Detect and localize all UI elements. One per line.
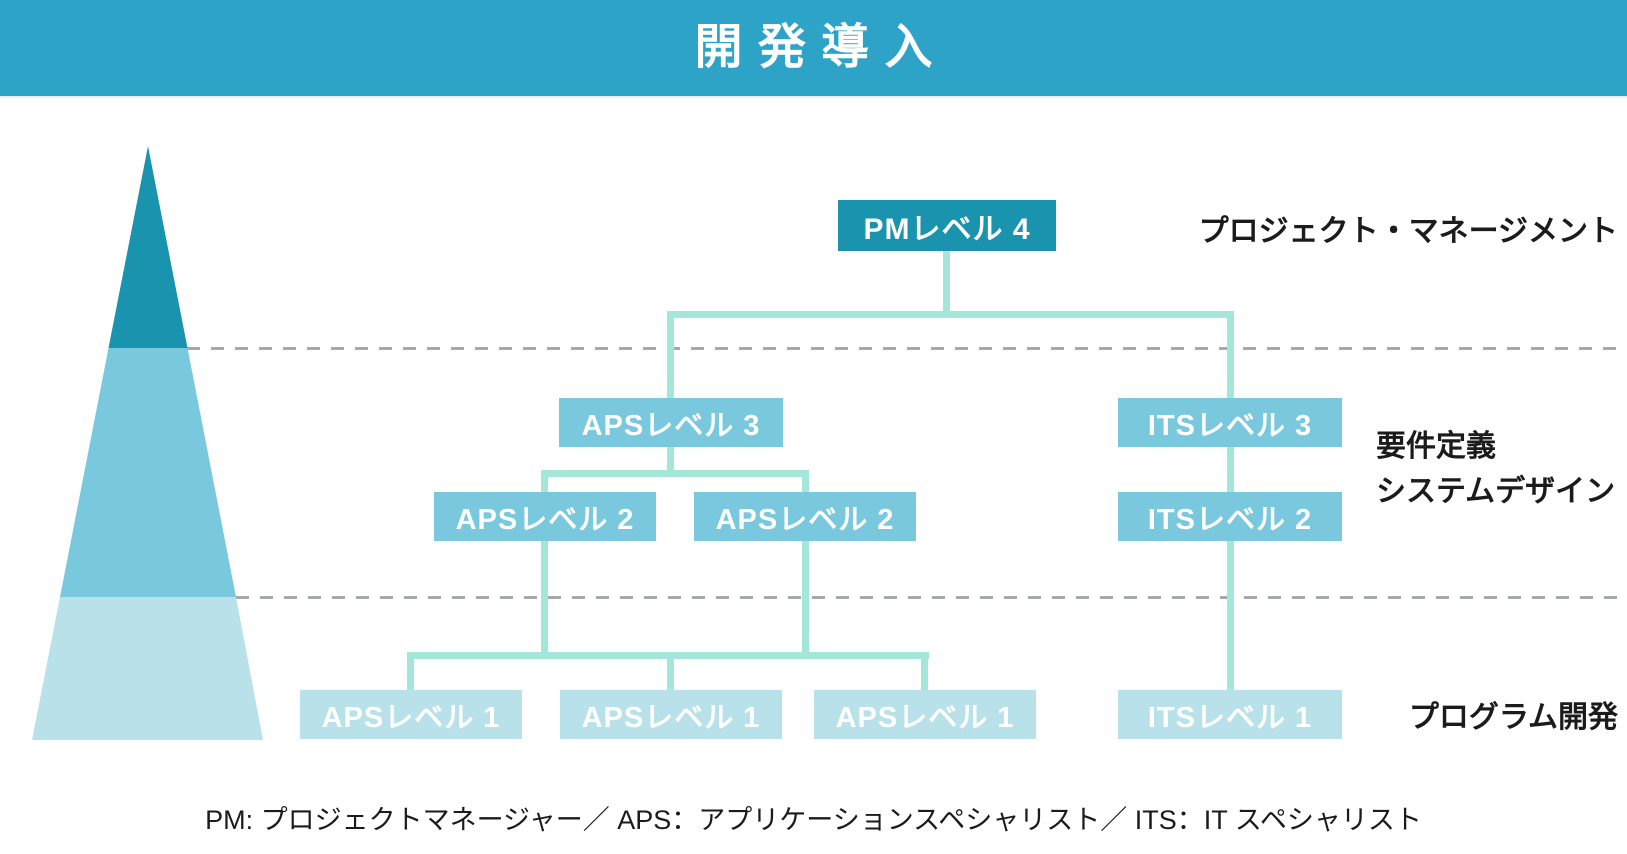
connector-aps2b-drop	[802, 541, 809, 659]
connector-aps3-riser	[667, 311, 674, 398]
org-node-aps-level3: APSレベル 3	[559, 398, 783, 447]
tier-separator-dashed-line-2	[236, 596, 1627, 599]
tier-label-requirements-line2: システムデザイン	[1376, 475, 1616, 508]
tier-separator-dashed-line-1	[187, 347, 1627, 350]
pyramid-tier-top	[108, 146, 188, 348]
connector-aps1c-riser	[921, 652, 928, 690]
header-bar: 開発導入	[0, 0, 1627, 98]
connector-aps1a-riser	[407, 652, 414, 690]
org-node-pm-level4: PMレベル 4	[838, 200, 1056, 251]
connector-its3-to-its2	[1227, 447, 1234, 492]
connector-aps3-drop	[667, 447, 674, 477]
tier-label-requirements-design: 要件定義 システムデザイン	[1376, 424, 1615, 514]
page-title: 開発導入	[694, 21, 948, 74]
org-node-aps-level2-b: APSレベル 2	[694, 492, 916, 541]
pyramid-graphic	[32, 146, 263, 740]
connector-aps2a-riser	[541, 470, 548, 492]
org-node-aps-level1-b: APSレベル 1	[560, 690, 782, 739]
org-node-aps-level1-a: APSレベル 1	[300, 690, 522, 739]
connector-aps1b-riser	[667, 652, 674, 690]
connector-aps-level2-bus	[541, 470, 809, 477]
connector-aps2b-riser	[802, 470, 809, 492]
org-node-its-level3: ITSレベル 3	[1118, 398, 1342, 447]
org-node-aps-level1-c: APSレベル 1	[814, 690, 1036, 739]
pyramid-tier-middle	[60, 348, 236, 597]
tier-label-requirements-line1: 要件定義	[1376, 430, 1496, 463]
org-node-its-level2: ITSレベル 2	[1118, 492, 1342, 541]
connector-aps2a-drop	[541, 541, 548, 659]
org-node-its-level1: ITSレベル 1	[1118, 690, 1342, 739]
org-node-aps-level2-a: APSレベル 2	[434, 492, 656, 541]
pyramid-tier-bottom	[32, 597, 263, 740]
tier-label-program-development: プログラム開発	[1408, 701, 1618, 734]
tier-label-project-management: プロジェクト・マネージメント	[1198, 215, 1618, 248]
connector-pm-drop	[943, 251, 950, 318]
connector-its3-riser	[1227, 311, 1234, 398]
connector-level3-bus	[667, 311, 1234, 318]
connector-its2-to-its1	[1227, 541, 1234, 690]
footnote-legend: PM: プロジェクトマネージャー／ APS：アプリケーションスペシャリスト／ I…	[205, 805, 1422, 835]
